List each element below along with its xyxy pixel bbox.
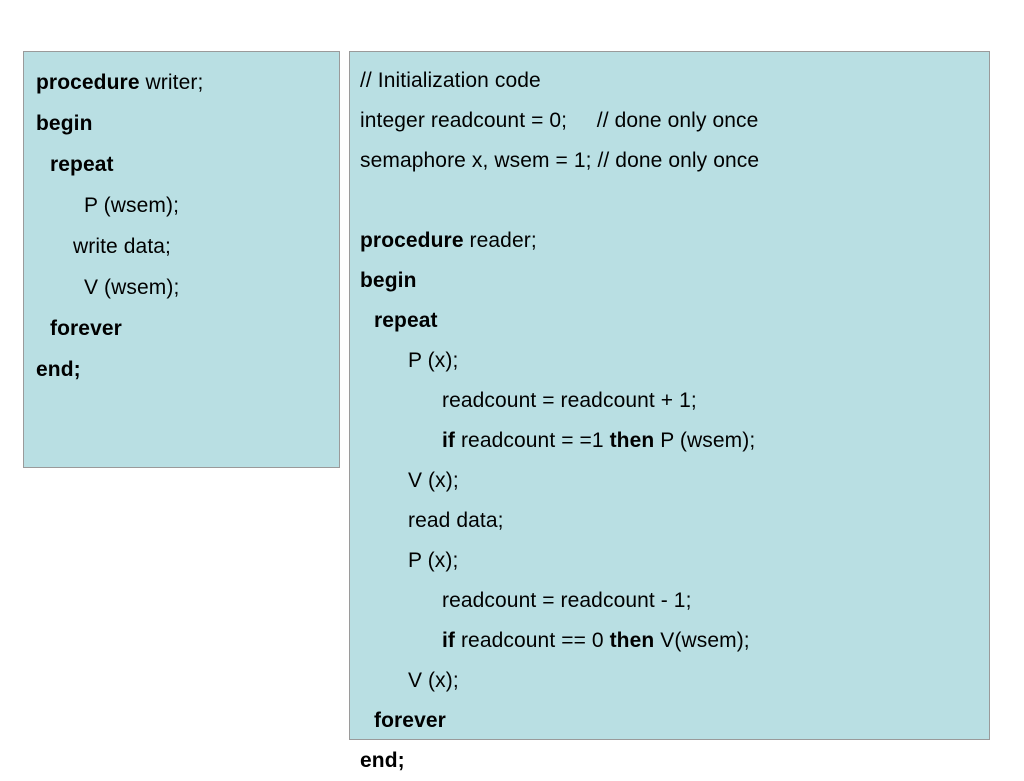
code-keyword: then: [609, 629, 661, 652]
code-line: repeat: [36, 144, 339, 185]
code-line: read data;: [360, 501, 989, 541]
code-line: P (x);: [360, 341, 989, 381]
code-line: P (wsem);: [36, 185, 339, 226]
code-line: procedure writer;: [36, 62, 339, 103]
code-text: P (x);: [408, 549, 459, 572]
code-text: readcount = =1: [460, 429, 610, 452]
code-line: begin: [36, 103, 339, 144]
code-text: P (x);: [408, 349, 459, 372]
code-line: if readcount == 0 then V(wsem);: [360, 621, 989, 661]
code-line: forever: [360, 701, 989, 741]
code-line: forever: [36, 308, 339, 349]
code-keyword: then: [609, 429, 661, 452]
code-keyword: end;: [360, 749, 405, 772]
code-text: V (wsem);: [84, 276, 180, 299]
code-line: // Initialization code: [360, 61, 989, 101]
reader-procedure-panel: // Initialization code integer readcount …: [349, 51, 990, 772]
code-keyword: end;: [36, 358, 81, 381]
code-line: readcount = readcount - 1;: [360, 581, 989, 621]
writer-procedure-panel: procedure writer; begin repeat P (wsem); wri…: [23, 51, 340, 468]
code-keyword: repeat: [50, 153, 114, 176]
code-line: begin: [360, 261, 989, 301]
code-keyword: if: [442, 429, 461, 452]
code-keyword: begin: [360, 269, 417, 292]
code-line: end;: [360, 741, 989, 781]
code-line: repeat: [360, 301, 989, 341]
code-keyword: forever: [50, 317, 122, 340]
code-keyword: repeat: [374, 309, 438, 332]
code-keyword: forever: [374, 709, 446, 732]
code-text: V(wsem);: [660, 629, 750, 652]
code-line: procedure reader;: [360, 221, 989, 261]
code-line: V (wsem);: [36, 267, 339, 308]
code-text: P (wsem);: [84, 194, 180, 217]
code-text: writer;: [145, 71, 204, 94]
code-keyword: procedure: [360, 229, 470, 252]
code-blank-line: [360, 181, 989, 221]
code-keyword: procedure: [36, 71, 146, 94]
code-text: readcount = readcount - 1;: [442, 589, 692, 612]
code-text: readcount = readcount + 1;: [442, 389, 697, 412]
code-text: readcount == 0: [460, 629, 610, 652]
code-text: integer readcount = 0; // done only once: [360, 109, 759, 132]
code-line: P (x);: [360, 541, 989, 581]
code-line: end;: [36, 349, 339, 390]
code-line: integer readcount = 0; // done only once: [360, 101, 989, 141]
code-text: V (x);: [408, 469, 459, 492]
code-line: V (x);: [360, 661, 989, 701]
code-text: write data;: [73, 235, 171, 258]
code-text: [360, 189, 366, 212]
code-keyword: begin: [36, 112, 93, 135]
code-line: if readcount = =1 then P (wsem);: [360, 421, 989, 461]
code-text: read data;: [408, 509, 504, 532]
code-text: V (x);: [408, 669, 459, 692]
code-line: write data;: [36, 226, 339, 267]
code-line: semaphore x, wsem = 1; // done only once: [360, 141, 989, 181]
code-text: // Initialization code: [360, 69, 541, 92]
code-keyword: if: [442, 629, 461, 652]
code-text: reader;: [469, 229, 537, 252]
code-text: P (wsem);: [660, 429, 756, 452]
code-line: readcount = readcount + 1;: [360, 381, 989, 421]
code-text: semaphore x, wsem = 1; // done only once: [360, 149, 760, 172]
code-line: V (x);: [360, 461, 989, 501]
